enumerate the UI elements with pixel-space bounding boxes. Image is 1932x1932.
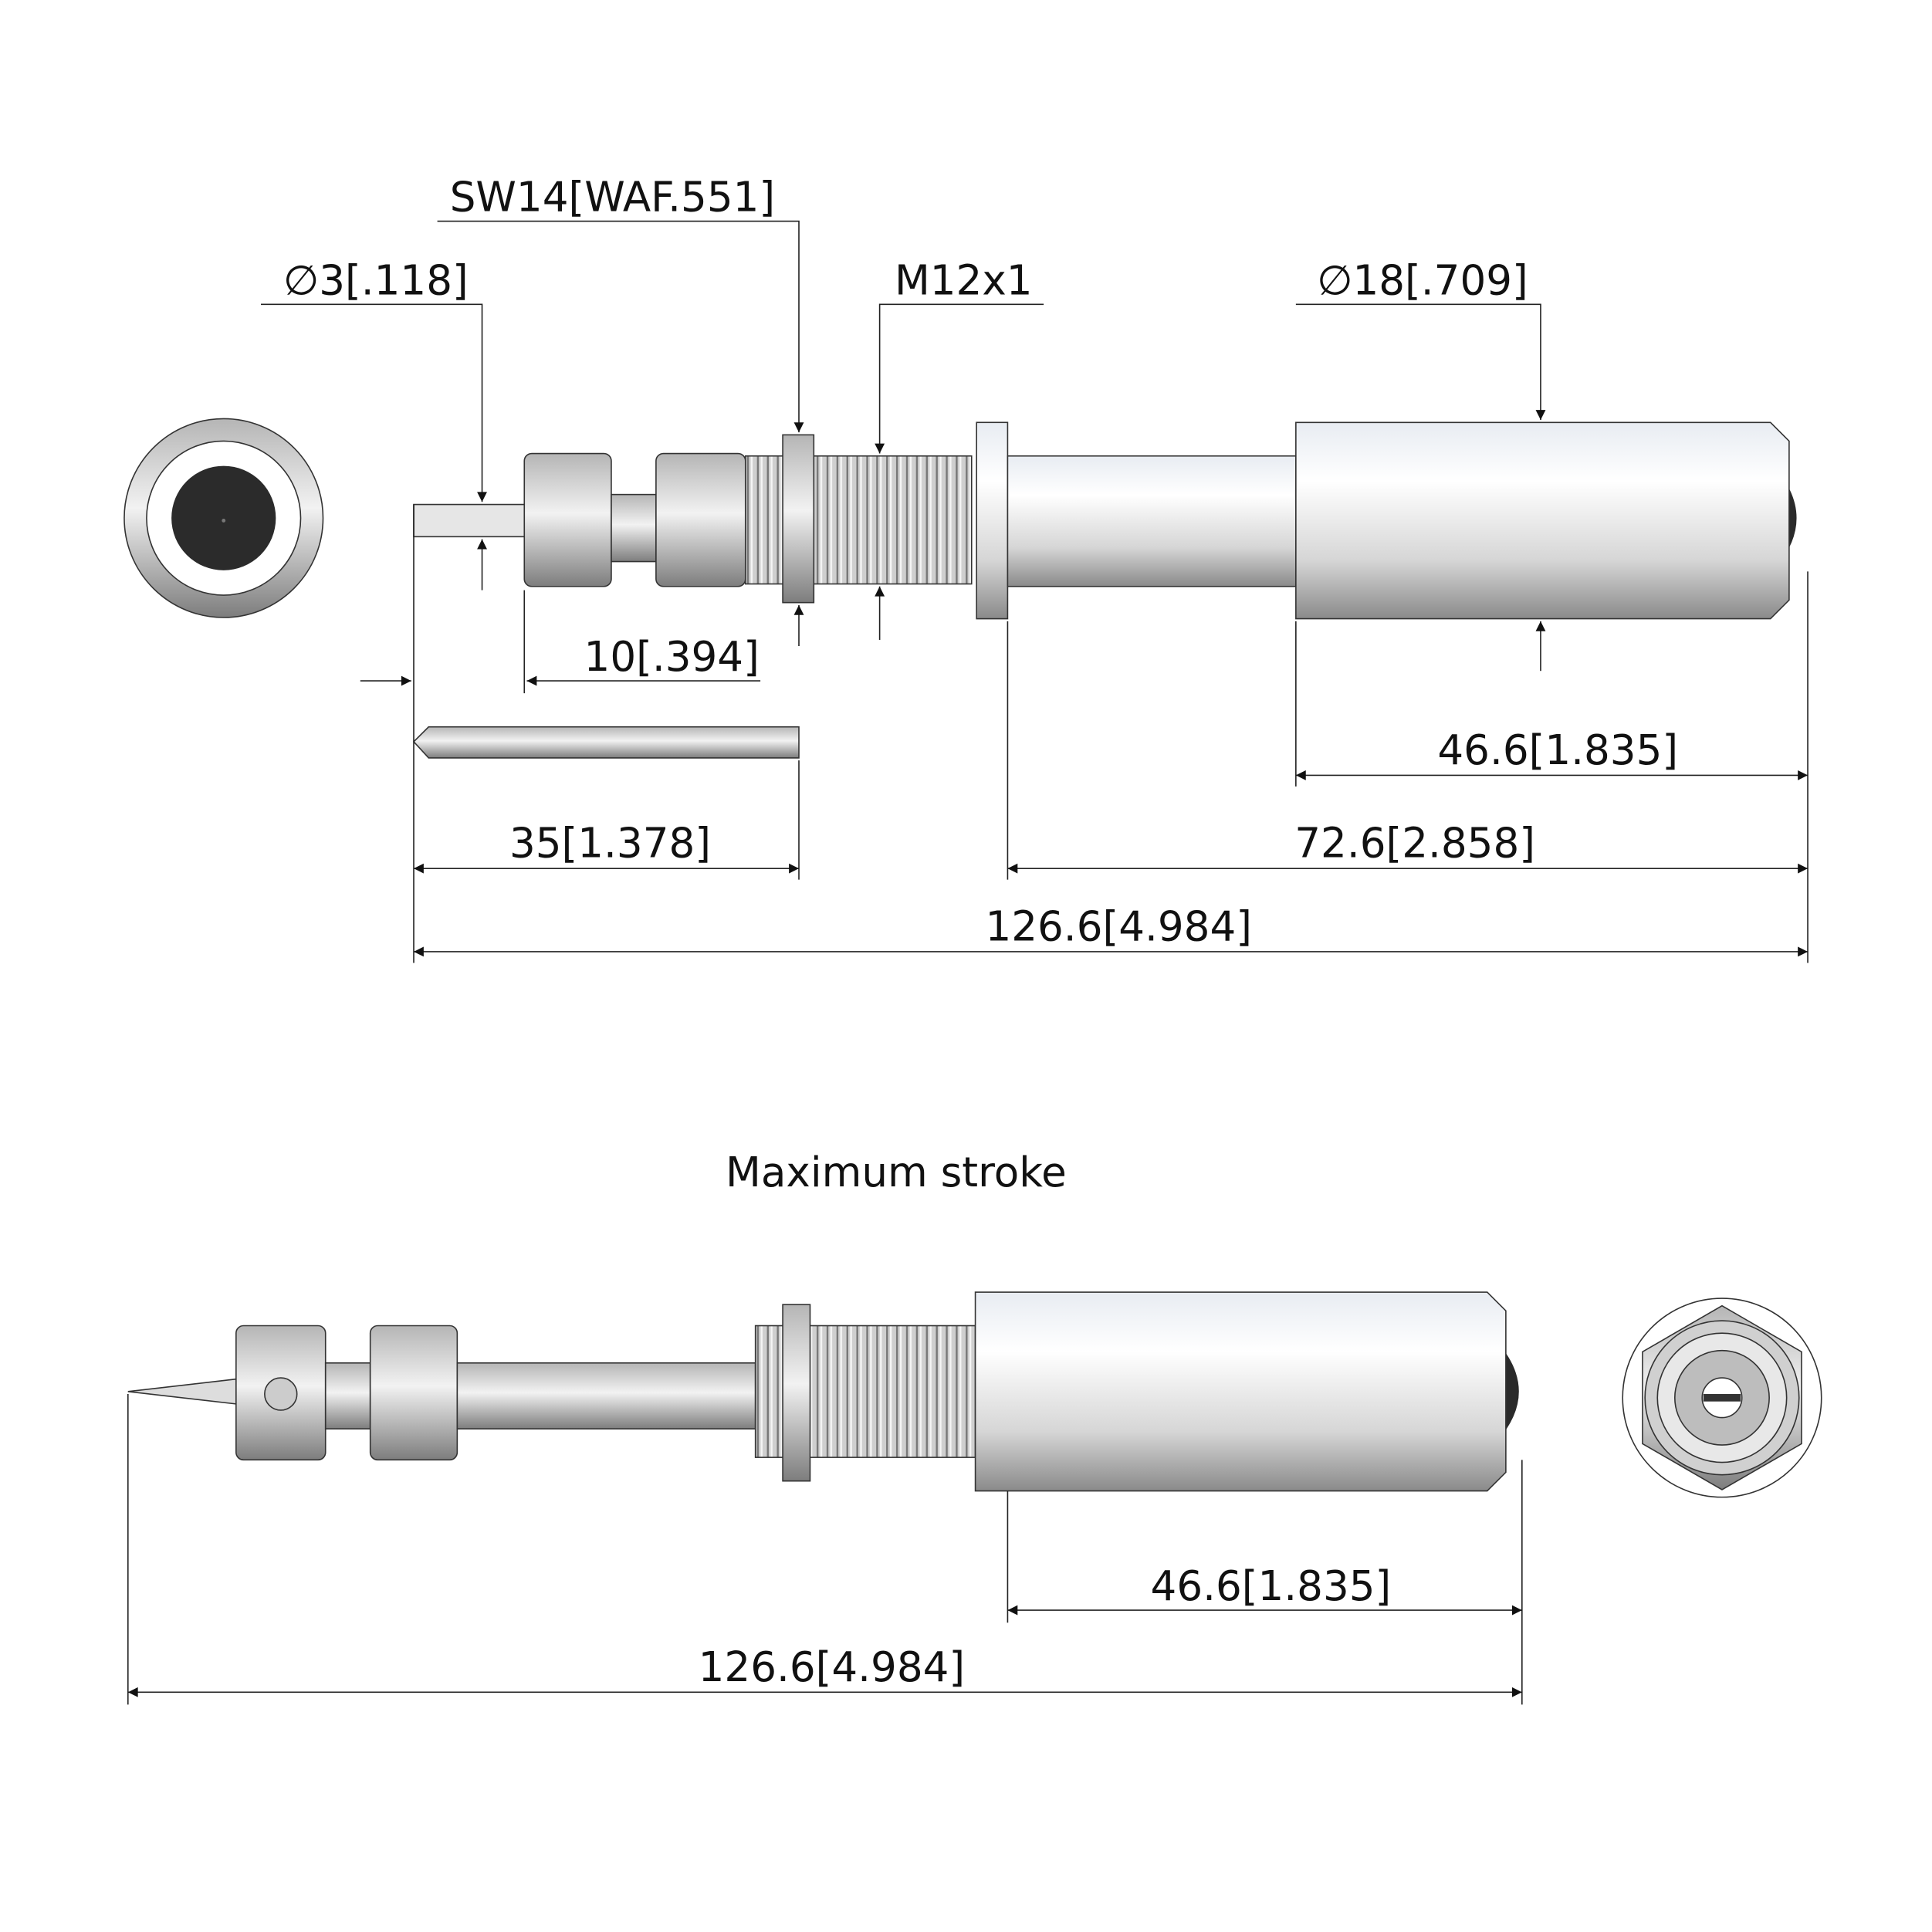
dim-pin-length: 35[1.378] <box>509 820 711 868</box>
rod <box>1007 455 1297 587</box>
dim-overall-length-bottom: 126.6[4.984] <box>699 1643 966 1691</box>
rod <box>456 1362 756 1430</box>
end-view-left <box>123 418 324 618</box>
needle-tip <box>127 1378 237 1405</box>
dim-tip-diameter: ∅3[.118] <box>283 256 469 304</box>
dimension-lines-top <box>261 220 1809 963</box>
hex-nut <box>782 1304 811 1482</box>
dim-rod-length: 72.6[2.858] <box>1294 820 1535 868</box>
probe-assembly-top <box>413 421 1797 620</box>
shaft <box>324 1362 371 1430</box>
shaft <box>611 493 657 563</box>
end-view-right <box>1622 1298 1822 1498</box>
flange <box>976 421 1009 620</box>
view-title: Maximum stroke <box>726 1149 1067 1196</box>
dim-wrench-size: SW14[WAF.551] <box>450 174 775 222</box>
dim-body-length-bottom: 46.6[1.835] <box>1151 1562 1392 1610</box>
dim-body-length: 46.6[1.835] <box>1437 726 1678 774</box>
body <box>1295 421 1790 620</box>
dim-tip-length: 10[.394] <box>584 633 760 681</box>
screw-slot <box>1703 1394 1741 1402</box>
cross-hole <box>264 1377 298 1411</box>
dim-thread: M12x1 <box>895 256 1033 304</box>
collar <box>523 452 612 587</box>
dimension-lines-bottom <box>127 1394 1523 1705</box>
probe-assembly-bottom <box>127 1291 1519 1492</box>
probe-pin <box>412 726 800 759</box>
thread <box>744 455 973 585</box>
dim-overall-length: 126.6[4.984] <box>985 903 1252 951</box>
dim-body-diameter: ∅18[.709] <box>1317 256 1528 304</box>
collar <box>655 452 746 587</box>
hex-nut <box>782 434 815 604</box>
collar <box>369 1325 458 1461</box>
probe-tip-blade <box>413 503 529 538</box>
body <box>974 1291 1507 1492</box>
